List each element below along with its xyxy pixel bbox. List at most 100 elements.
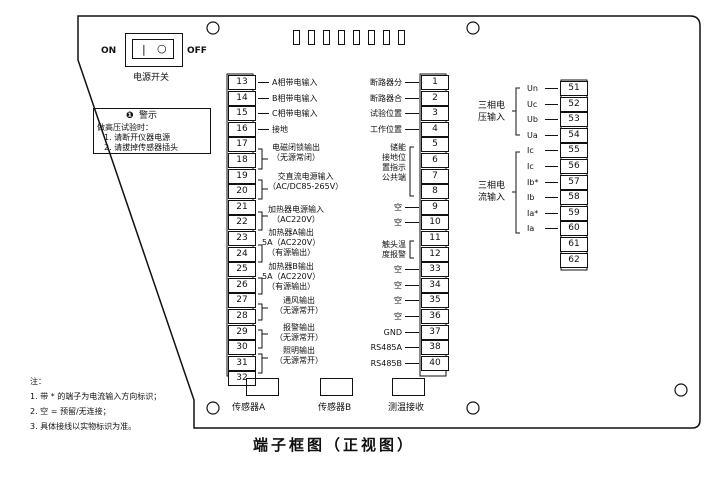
left-terminal-16: 16 (228, 121, 256, 137)
led-3 (323, 30, 330, 45)
mid-terminal-label-2: 断路器合 (370, 93, 402, 103)
right-terminal-label-53: Ub (527, 115, 538, 125)
left-terminal-28: 28 (228, 309, 256, 324)
warning-line-2: 1. 请断开仪器电源 (104, 133, 171, 142)
mid-terminal-label-37: GND (383, 327, 402, 337)
temp-receiver-label: 测温接收 (388, 403, 425, 413)
mid-terminal-label-9: 空 (394, 202, 402, 212)
temp-receiver-port[interactable] (392, 378, 425, 396)
sensor-a-port[interactable] (246, 378, 279, 396)
left-terminal-24: 24 (228, 246, 256, 262)
mid-terminal-1: 1 (421, 75, 449, 90)
mid-terminal-lead-37 (405, 331, 419, 333)
mid-terminal-2: 2 (421, 90, 449, 106)
warning-box (93, 108, 211, 154)
notes-line-2: 2. 空 = 预留/无连接； (30, 407, 111, 416)
mid-terminal-label-40: RS485B (370, 358, 402, 368)
right-terminal-lead-53 (545, 119, 558, 121)
power-switch[interactable]: | ○ (125, 33, 183, 67)
right-terminal-label-54: Ua (527, 130, 538, 140)
sensor-a-label: 传感器A (232, 403, 266, 413)
mid-terminal-label-35: 空 (394, 296, 402, 306)
right-terminal-51: 51 (560, 81, 588, 96)
left-terminal-27: 27 (228, 293, 256, 309)
led-2 (308, 30, 315, 45)
right-terminal-lead-58 (545, 197, 558, 199)
right-terminal-61: 61 (560, 237, 588, 252)
mid-terminal-label-36: 空 (394, 312, 402, 321)
group-em-lock: 电磁闭锁输出（无源常闭） (272, 143, 320, 162)
group-power-input: 交直流电源输入（AC/DC85-265V） (268, 172, 344, 191)
group-vent: 通风输出（无源常开） (275, 296, 323, 315)
left-terminal-label-16: 接地 (272, 124, 288, 134)
left-terminal-lead-15 (258, 113, 269, 115)
right-terminal-label-58: Ib (527, 193, 535, 203)
off-label: OFF (187, 46, 207, 56)
notes-line-3: 3. 具体接线以实物标识为准。 (30, 422, 137, 431)
warning-icon: ❶ (126, 111, 134, 121)
mid-terminal-4: 4 (421, 121, 449, 137)
sensor-b-port[interactable] (320, 378, 353, 396)
mid-terminal-11: 11 (421, 231, 449, 246)
right-terminal-lead-52 (545, 103, 558, 105)
right-terminal-lead-56 (545, 166, 558, 167)
left-terminal-21: 21 (228, 199, 256, 215)
led-5 (353, 30, 360, 45)
mid-terminal-9: 9 (421, 199, 449, 215)
switch-on-mark: | (142, 43, 146, 56)
on-label: ON (101, 46, 117, 56)
led-6 (368, 30, 375, 45)
right-terminal-label-51: Un (527, 84, 538, 93)
right-terminal-57: 57 (560, 174, 588, 190)
group-heater-power: 加热器电源输入（AC220V） (268, 205, 324, 224)
left-terminal-22: 22 (228, 215, 256, 231)
left-terminal-label-13: A相带电输入 (272, 78, 318, 87)
mid-terminal-3: 3 (421, 106, 449, 122)
left-terminal-13: 13 (228, 75, 256, 90)
warning-line-1: 做高压试验时： (97, 123, 153, 132)
mid-terminal-10: 10 (421, 215, 449, 231)
right-terminal-label-57: Ib* (527, 177, 539, 187)
group-light: 照明输出（无源常开） (275, 346, 323, 365)
left-terminal-26: 26 (228, 277, 256, 293)
left-terminal-19: 19 (228, 168, 256, 184)
right-terminal-lead-59 (545, 212, 558, 214)
group-voltage-input: 三相电压输入 (478, 101, 506, 123)
mid-terminal-8: 8 (421, 184, 449, 200)
left-terminal-lead-13 (258, 82, 269, 83)
notes-line-1: 1. 带 * 的端子为电流输入方向标识； (30, 392, 162, 401)
right-terminal-lead-55 (545, 150, 558, 152)
power-switch-title: 电源开关 (133, 73, 170, 83)
right-terminal-lead-51 (545, 88, 558, 89)
left-terminal-30: 30 (228, 340, 256, 356)
left-terminal-label-15: C相带电输入 (272, 109, 318, 119)
mid-terminal-34: 34 (421, 277, 449, 293)
right-terminal-54: 54 (560, 127, 588, 143)
left-terminal-25: 25 (228, 262, 256, 278)
right-terminal-52: 52 (560, 96, 588, 112)
mid-terminal-label-4: 工作位置 (370, 124, 402, 134)
mid-terminal-lead-34 (405, 284, 419, 286)
mid-terminal-lead-9 (405, 206, 419, 208)
left-terminal-20: 20 (228, 184, 256, 200)
group-energy-indicator: 储能接地位置指示公共端 (382, 143, 406, 182)
right-terminal-label-59: Ia* (527, 208, 539, 218)
right-terminal-lead-54 (545, 134, 558, 136)
mid-terminal-lead-36 (405, 316, 419, 317)
right-terminal-lead-57 (545, 181, 558, 183)
switch-off-mark: ○ (157, 42, 167, 55)
mid-terminal-label-1: 断路器分 (370, 78, 402, 87)
mid-terminal-lead-1 (405, 82, 419, 83)
mid-terminal-label-10: 空 (394, 218, 402, 228)
right-terminal-label-60: Ia (527, 224, 535, 234)
led-7 (383, 30, 390, 45)
left-terminal-14: 14 (228, 90, 256, 106)
mid-terminal-37: 37 (421, 324, 449, 340)
left-terminal-31: 31 (228, 355, 256, 371)
mid-terminal-lead-33 (405, 269, 419, 271)
right-terminal-59: 59 (560, 205, 588, 221)
right-terminal-53: 53 (560, 112, 588, 128)
mid-terminal-33: 33 (421, 262, 449, 278)
